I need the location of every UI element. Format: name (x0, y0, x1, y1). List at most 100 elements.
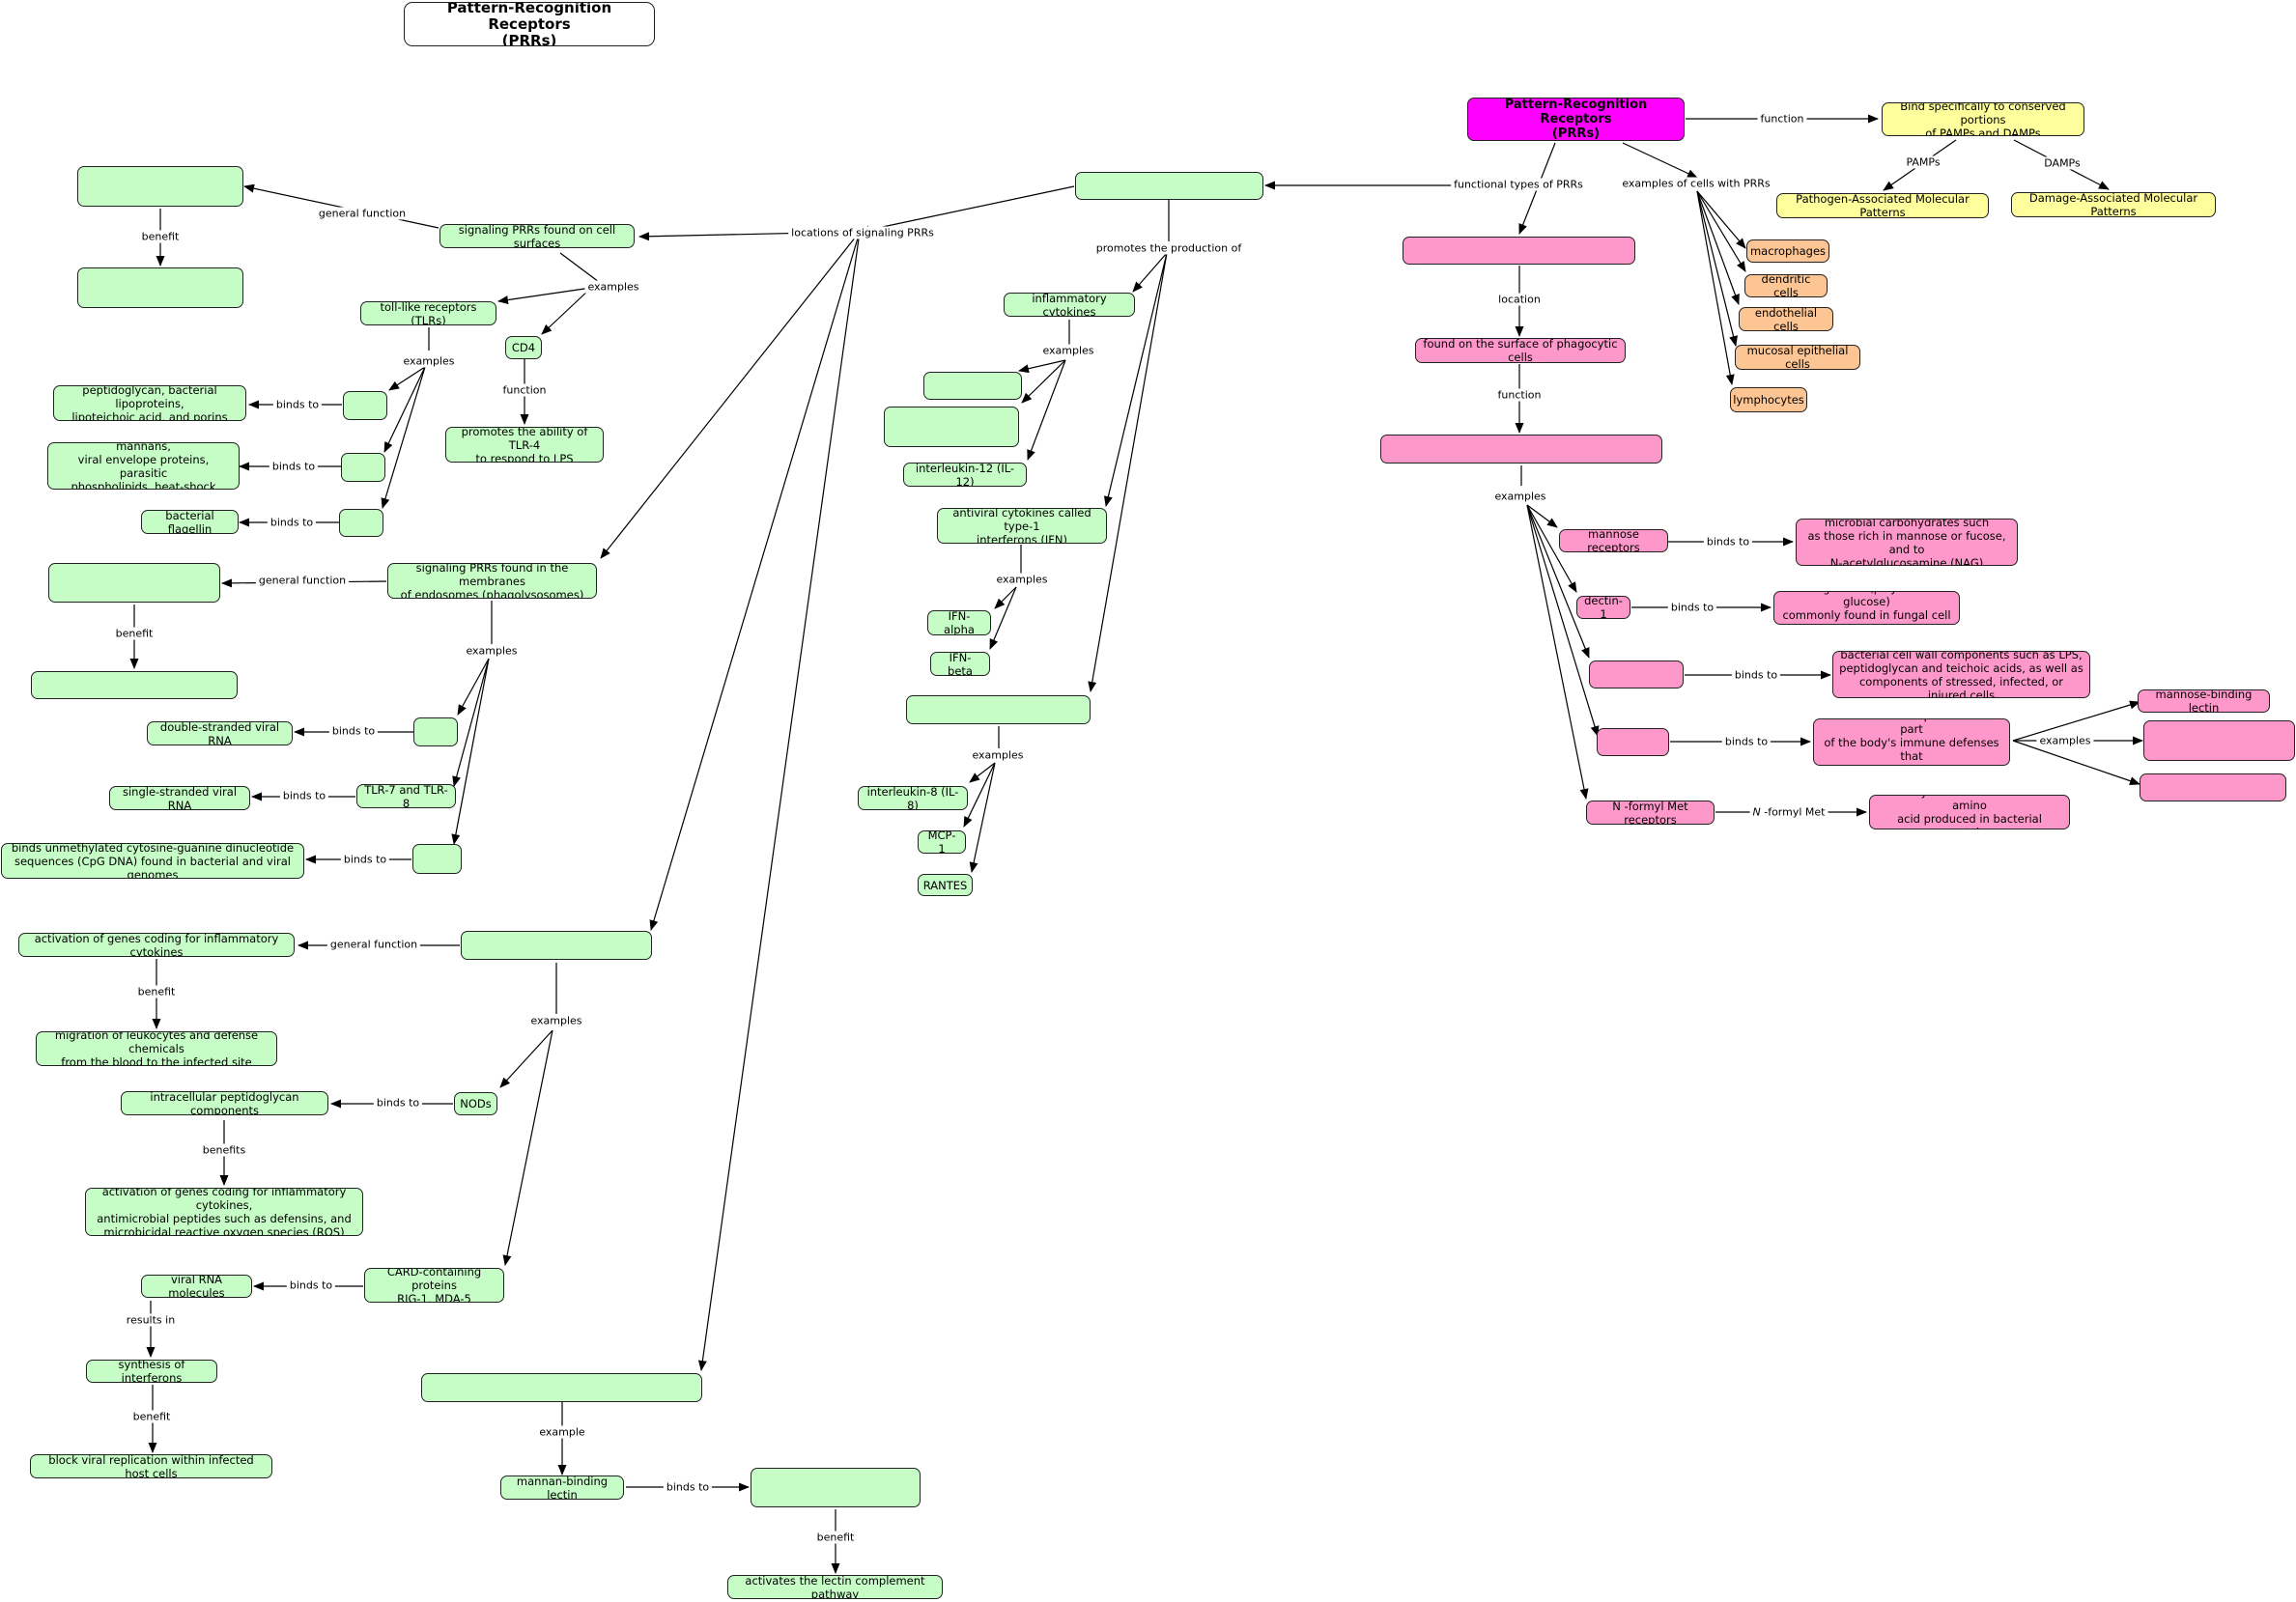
green-blank-chemokines (906, 695, 1091, 724)
label-benefit-2: benefit (112, 627, 156, 640)
beta-glucans-node: beta-glucans (polymers of glucose) commo… (1773, 591, 1960, 625)
label-binds-to-tlr-1: binds to (272, 398, 323, 411)
label-examples-surfaces: examples (584, 280, 642, 294)
label-benefit-bottom: benefit (813, 1531, 858, 1544)
label-locations-signaling: locations of signaling PRRs (788, 226, 937, 239)
green-blank-benefit-1 (77, 267, 243, 308)
tlrs-node: toll-like receptors (TLRs) (360, 301, 496, 325)
green-blank-secreted (421, 1373, 702, 1402)
label-damps: DAMPs (2041, 156, 2083, 170)
label-binds-to-tlr-2: binds to (269, 460, 319, 473)
activation-genes-node: activation of genes coding for inflammat… (18, 933, 295, 957)
green-blank-tlr-1 (343, 391, 387, 420)
bacterial-cell-wall-node: bacterial cell wall components such as L… (1832, 651, 2090, 698)
label-binds-to-tlr-3: binds to (267, 516, 317, 529)
label-examples-endosomes: examples (463, 644, 521, 658)
rantes-node: RANTES (918, 874, 973, 896)
il-8-node: interleukin-8 (IL-8) (858, 786, 968, 810)
activation-genes-long-node: activation of genes coding for inflammat… (85, 1188, 363, 1236)
soluble-molecules-node: soluble molecules produced as a part of … (1813, 718, 2010, 766)
mannan-binding-lectin-node: mannan-binding lectin (500, 1476, 624, 1500)
lymphocytes-node: lymphocytes (1730, 387, 1807, 412)
label-results-in: results in (123, 1313, 179, 1327)
block-viral-node: block viral replication within infected … (30, 1454, 272, 1478)
antiviral-cytokines-node: antiviral cytokines called type-1 interf… (937, 508, 1107, 544)
label-promotes-production: promotes the production of (1092, 241, 1245, 255)
n-formyl-methionine-node: N-formyl methionine is the first amino a… (1869, 795, 2070, 829)
green-blank-endo-3 (412, 844, 462, 874)
label-binds-to-pink-4: binds to (1721, 735, 1772, 748)
green-blank-tlr-2 (341, 453, 385, 482)
label-binds-to-endo-2: binds to (279, 789, 329, 802)
lps-fungal-node: lipopolysaccharide, fungal mannans, vira… (47, 442, 240, 490)
label-examples-inflammatory: examples (1039, 344, 1097, 357)
pink-blank-node-1 (1403, 237, 1635, 265)
label-example-secreted: example (536, 1425, 588, 1439)
label-examples-cells: examples of cells with PRRs (1619, 177, 1773, 190)
label-examples-tlrs: examples (400, 354, 458, 368)
label-examples-antiviral: examples (993, 573, 1051, 586)
title-node: Pattern-Recognition Receptors (PRRs) (404, 2, 655, 46)
green-blank-cytoplasm (461, 931, 652, 960)
label-binds-to-endo-3: binds to (340, 853, 390, 866)
endothelial-cells-node: endothelial cells (1739, 307, 1833, 331)
macrophages-node: macrophages (1746, 239, 1829, 263)
label-functional-types: functional types of PRRs (1451, 178, 1586, 191)
green-blank-general-function-2 (48, 563, 220, 603)
cd4-node: CD4 (505, 336, 542, 359)
pink-blank-node-4 (1597, 728, 1669, 756)
label-benefit-interferons: benefit (129, 1410, 174, 1423)
label-pamps: PAMPs (1903, 155, 1943, 169)
pink-blank-node-5 (2143, 720, 2295, 761)
label-binds-to-mannan: binds to (663, 1480, 713, 1494)
n-formyl-met-receptors-node: N -formyl Met receptors (1586, 801, 1715, 825)
dendritic-cells-node: dendritic cells (1744, 274, 1828, 297)
label-location: location (1495, 293, 1544, 306)
peptidoglycan-lipo-node: peptidoglycan, bacterial lipoproteins, l… (53, 385, 246, 421)
label-examples-soluble: examples (2036, 734, 2094, 747)
cpg-dna-node: binds unmethylated cytosine-guanine dinu… (1, 843, 304, 879)
mucosal-epithelial-cells-node: mucosal epithelial cells (1735, 345, 1860, 370)
label-binds-to-endo-1: binds to (328, 724, 379, 738)
label-general-function-3: general function (326, 938, 421, 951)
green-blank-cytokine-1 (923, 372, 1022, 400)
pink-blank-node-6 (2140, 773, 2286, 801)
label-examples-cytoplasm: examples (527, 1014, 585, 1027)
damps-node: Damage-Associated Molecular Patterns (2011, 192, 2216, 217)
pink-blank-node-2 (1380, 435, 1662, 464)
tlr-7-8-node: TLR-7 and TLR-8 (356, 784, 456, 808)
label-general-function-2: general function (255, 574, 350, 587)
mcp-1-node: MCP-1 (918, 830, 966, 854)
label-binds-to-card: binds to (286, 1279, 336, 1292)
label-benefit-3: benefit (134, 985, 179, 998)
signaling-endosomes-node: signaling PRRs found in the membranes of… (387, 563, 597, 599)
ss-viral-rna-node: single-stranded viral RNA (109, 786, 250, 810)
label-benefit-1: benefit (138, 230, 183, 243)
label-n-formyl-met: N -formyl Met (1749, 805, 1828, 819)
card-proteins-node: CARD-containing proteins RIG-1, MDA-5 (364, 1268, 504, 1303)
pamps-node: Pathogen-Associated Molecular Patterns (1776, 193, 1989, 218)
label-n-formyl-met-rest: -formyl Met (1760, 805, 1826, 819)
label-function-cd4: function (499, 383, 550, 397)
inflammatory-cytokines-node: inflammatory cytokines (1004, 293, 1135, 317)
synthesis-interferons-node: synthesis of interferons (86, 1360, 217, 1383)
promotes-tlr4-node: promotes the ability of TLR-4 to respond… (445, 427, 604, 463)
label-function-2: function (1494, 388, 1545, 402)
label-examples-chemokines: examples (969, 748, 1027, 762)
microbial-carbohydrates-node: microbial carbohydrates such as those ri… (1796, 519, 2018, 566)
mannose-receptors-node: mannose receptors (1559, 529, 1668, 552)
dectin-1-node: dectin-1 (1576, 596, 1630, 619)
label-function: function (1757, 112, 1807, 126)
label-binds-to-dectin: binds to (1667, 601, 1717, 614)
label-benefits-nods: benefits (199, 1143, 249, 1157)
label-n-formyl-met-italic: N (1752, 805, 1761, 819)
migration-leukocytes-node: migration of leukocytes and defense chem… (36, 1031, 277, 1066)
prr-main-node: Pattern-Recognition Receptors (PRRs) (1467, 98, 1685, 141)
green-blank-general-function-1 (77, 166, 243, 207)
green-blank-cytokine-2 (884, 407, 1019, 447)
signaling-surfaces-node: signaling PRRs found on cell surfaces (439, 224, 635, 248)
label-binds-to-mannose: binds to (1703, 535, 1753, 548)
il-12-node: interleukin-12 (IL-12) (903, 463, 1027, 487)
ds-viral-rna-node: double-stranded viral RNA (147, 721, 293, 745)
